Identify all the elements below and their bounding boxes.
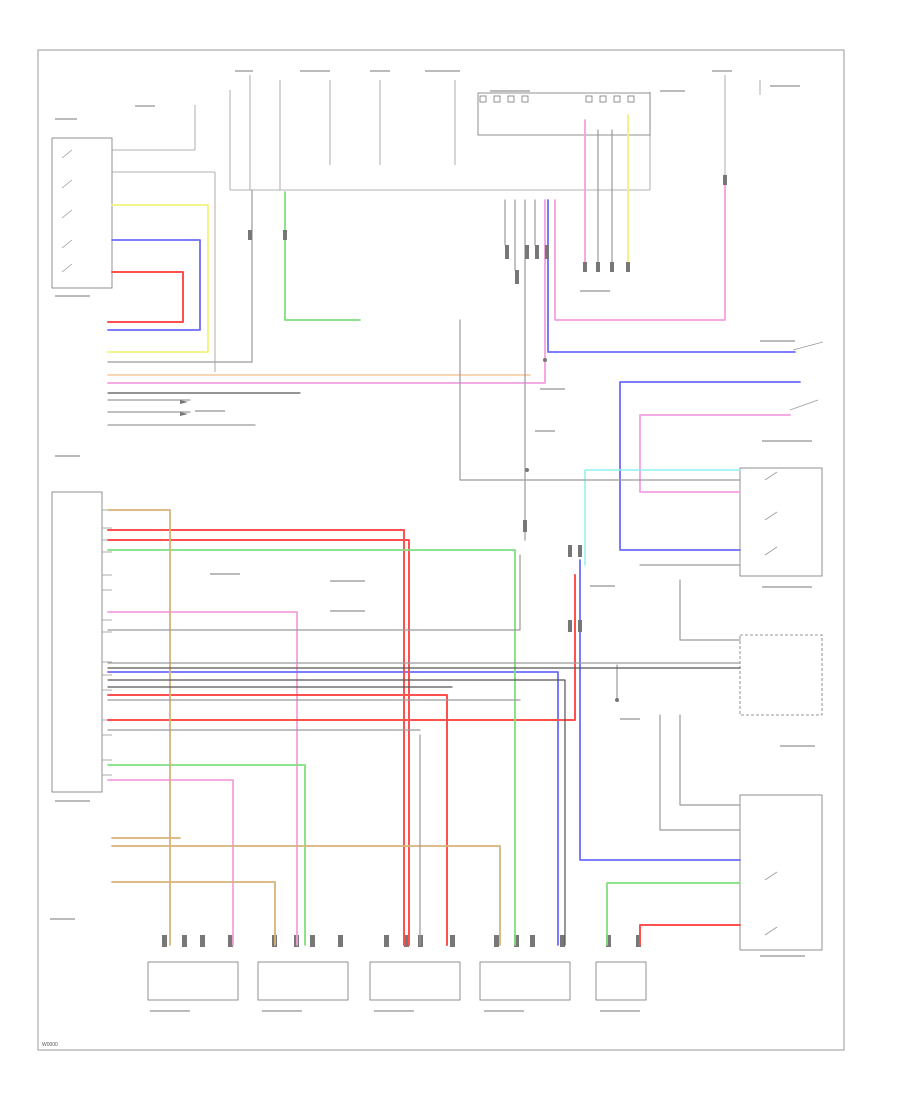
bottom-window-motors (147, 935, 647, 1001)
footer-code: W0000 (42, 1042, 58, 1048)
right-side-components (739, 341, 824, 951)
wire-blue (107, 199, 801, 946)
wire-pink (107, 119, 791, 946)
wire-yellow (107, 114, 629, 353)
left-front-door-module (51, 491, 112, 793)
fuse-relay-strip (229, 75, 761, 191)
wire-black (107, 392, 741, 946)
wire-gray (107, 129, 741, 946)
wire-tan (107, 509, 501, 946)
splices (180, 175, 727, 702)
wire-red (107, 271, 741, 946)
label-marks (50, 70, 815, 1012)
wire-green (107, 191, 741, 946)
power-window-master-switch (51, 105, 216, 372)
diagram-frame (37, 49, 845, 1051)
wire-cyan (584, 469, 741, 566)
wire-harness (107, 114, 801, 946)
